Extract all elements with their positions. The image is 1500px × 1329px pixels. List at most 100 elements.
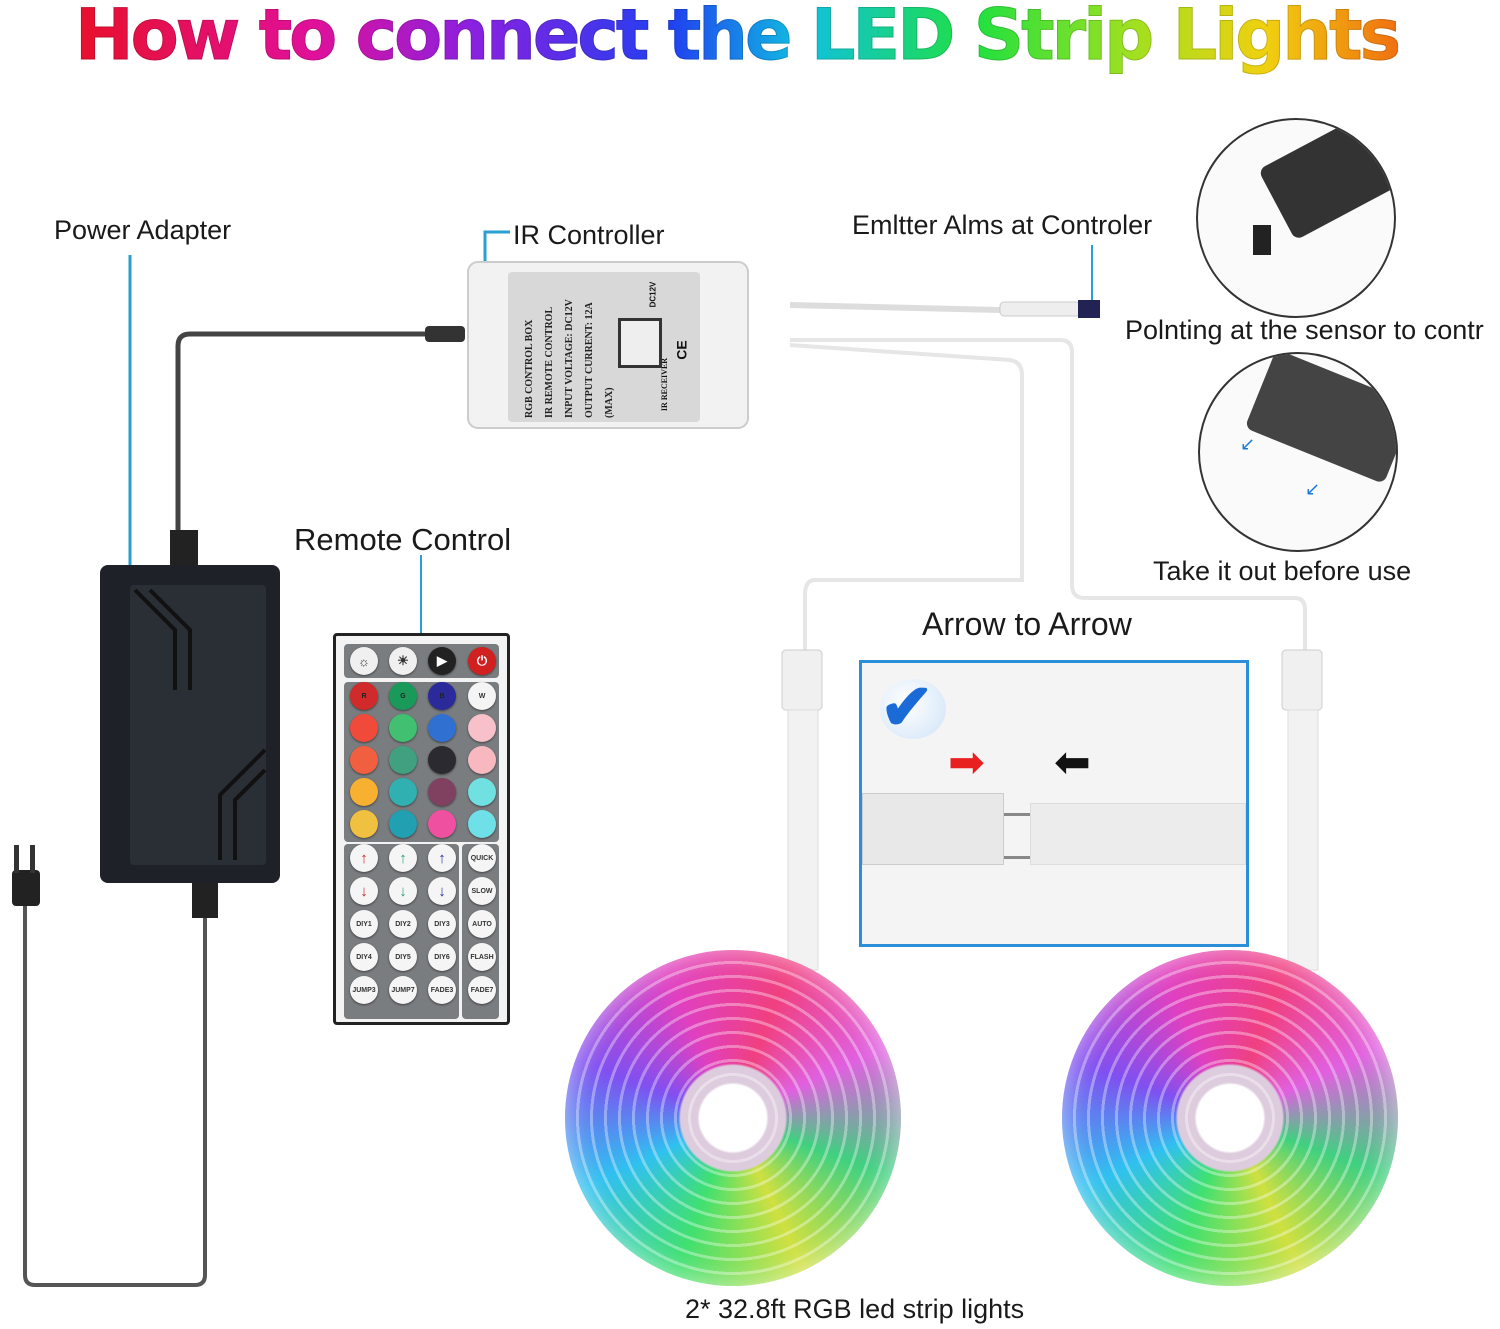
dc-cable (175, 331, 430, 535)
male-pins (1004, 813, 1030, 859)
remote-color-button[interactable] (389, 746, 417, 774)
remote-color-button[interactable] (350, 746, 378, 774)
remote-color-button[interactable] (389, 810, 417, 838)
remote-button-label: FADE7 (470, 986, 494, 994)
ir-emitter (1078, 300, 1100, 318)
ac-cable (23, 880, 207, 1287)
label-remote-control: Remote Control (294, 522, 512, 557)
remote-function-button[interactable]: QUICK (468, 844, 496, 872)
power-icon: ⏻ (476, 653, 488, 668)
remote-button-label: DIY2 (395, 920, 411, 928)
remote-function-button[interactable]: DIY1 (350, 910, 378, 938)
chip-icon (618, 318, 662, 368)
remote-button-label: ↑ (399, 849, 407, 867)
label-strips: 2* 32.8ft RGB led strip lights (685, 1294, 1025, 1324)
remote-color-button[interactable] (428, 810, 456, 838)
remote-button-label: QUICK (470, 854, 494, 862)
remote-color-button[interactable] (350, 810, 378, 838)
remote-color-button[interactable]: R (350, 682, 378, 710)
remote-color-button[interactable]: W (468, 682, 496, 710)
remote-function-button[interactable]: DIY6 (428, 943, 456, 971)
inset-pointing-remote (1196, 118, 1396, 318)
controller-label-line: OUTPUT CURRENT: 12A (MAX) (584, 302, 615, 418)
remote-function-button[interactable]: ↑ (350, 844, 378, 872)
remote-button-label: ↓ (399, 882, 407, 900)
remote-color-button[interactable] (389, 778, 417, 806)
remote-color-button[interactable] (468, 714, 496, 742)
remote-function-button[interactable]: DIY2 (389, 910, 417, 938)
remote-button-label: B (439, 692, 445, 700)
remote-color-button[interactable]: B (428, 682, 456, 710)
remote-function-button[interactable]: SLOW (468, 877, 496, 905)
remote-button-label: W (478, 692, 486, 700)
controller-label-line: RGB CONTROL BOX (524, 319, 535, 418)
remote-power-button[interactable]: ⏻ (468, 647, 496, 675)
remote-function-button[interactable]: JUMP3 (350, 976, 378, 1004)
remote-button-label: DIY4 (356, 953, 372, 961)
red-arrow-icon: ➡ (948, 738, 985, 787)
strip-connector-left (781, 649, 823, 711)
remote-brightness-down-button[interactable]: ☀ (389, 647, 417, 675)
remote-color-button[interactable] (350, 778, 378, 806)
label-power-adapter: Power Adapter (54, 215, 232, 245)
remote-function-button[interactable]: FADE3 (428, 976, 456, 1004)
remote-function-button[interactable]: FADE7 (468, 976, 496, 1004)
strip-connector-right (1281, 649, 1323, 711)
remote-function-button[interactable]: DIY5 (389, 943, 417, 971)
dc-mark: DC12V (648, 281, 658, 308)
remote-button-label: FLASH (470, 953, 494, 961)
remote-button-label: FADE3 (430, 986, 454, 994)
brightness-down-icon: ☀ (397, 653, 409, 668)
remote-button-label: DIY6 (434, 953, 450, 961)
remote-color-button[interactable] (428, 746, 456, 774)
remote-button-label: ↑ (360, 849, 368, 867)
check-icon: ✔ (880, 675, 946, 739)
remote-function-button[interactable]: ↓ (389, 877, 417, 905)
remote-function-button[interactable]: ↑ (389, 844, 417, 872)
remote-button-label: JUMP3 (352, 986, 376, 994)
remote-button-label: ↓ (360, 882, 368, 900)
remote-function-button[interactable]: DIY3 (428, 910, 456, 938)
remote-button-label: DIY3 (434, 920, 450, 928)
remote-button-label: G (400, 692, 406, 700)
remote-function-button[interactable]: DIY4 (350, 943, 378, 971)
label-emitter: Emltter Alms at Controler (852, 210, 1153, 240)
remote-color-button[interactable] (350, 714, 378, 742)
remote-color-button[interactable] (389, 714, 417, 742)
controller-label-line: INPUT VOLTAGE: DC12V (564, 299, 575, 418)
ce-mark: CE (673, 340, 690, 360)
remote-function-button[interactable]: AUTO (468, 910, 496, 938)
led-strip-reel-right (1062, 950, 1398, 1286)
plug (12, 870, 40, 906)
remote-color-button[interactable]: G (389, 682, 417, 710)
remote-button-label: R (361, 692, 367, 700)
remote-color-button[interactable] (468, 810, 496, 838)
remote-function-button[interactable]: ↓ (350, 877, 378, 905)
female-connector (862, 793, 1004, 865)
label-pointing: Polnting at the sensor to contr (1125, 315, 1484, 345)
arrow-to-arrow-panel: ✔ ➡ ⬅ (859, 660, 1249, 947)
inset-remove-tab: ↙ ↙ (1198, 352, 1398, 552)
remote-color-button[interactable] (468, 746, 496, 774)
label-ir-controller: IR Controller (513, 220, 665, 250)
remote-function-button[interactable]: JUMP7 (389, 976, 417, 1004)
remote-color-button[interactable] (428, 714, 456, 742)
remote-color-button[interactable] (468, 778, 496, 806)
remote-play-pause-button[interactable]: ▶ (428, 647, 456, 675)
ir-controller-pointer (483, 230, 510, 262)
remote-function-button[interactable]: FLASH (468, 943, 496, 971)
led-strip-reel-left (565, 950, 901, 1286)
remote-button-label: ↓ (438, 882, 446, 900)
label-arrow-to-arrow: Arrow to Arrow (922, 606, 1132, 642)
remote-function-button[interactable]: ↓ (428, 877, 456, 905)
remote-button-label: SLOW (471, 887, 493, 895)
remote-button-label: ↑ (438, 849, 446, 867)
remote-control: ☼ ☀ ▶ ⏻ R G B W ↑ ↑ ↑ QUICK ↓ ↓ ↓ SLOW DIY1 DIY2 DIY3 AUTO D… (333, 633, 510, 1025)
remote-brightness-up-button[interactable]: ☼ (350, 647, 378, 675)
remote-function-button[interactable]: ↑ (428, 844, 456, 872)
black-arrow-icon: ⬅ (1054, 738, 1091, 787)
remote-color-button[interactable] (428, 778, 456, 806)
page-title: How to connect the LED Strip Lights (74, 0, 1401, 77)
